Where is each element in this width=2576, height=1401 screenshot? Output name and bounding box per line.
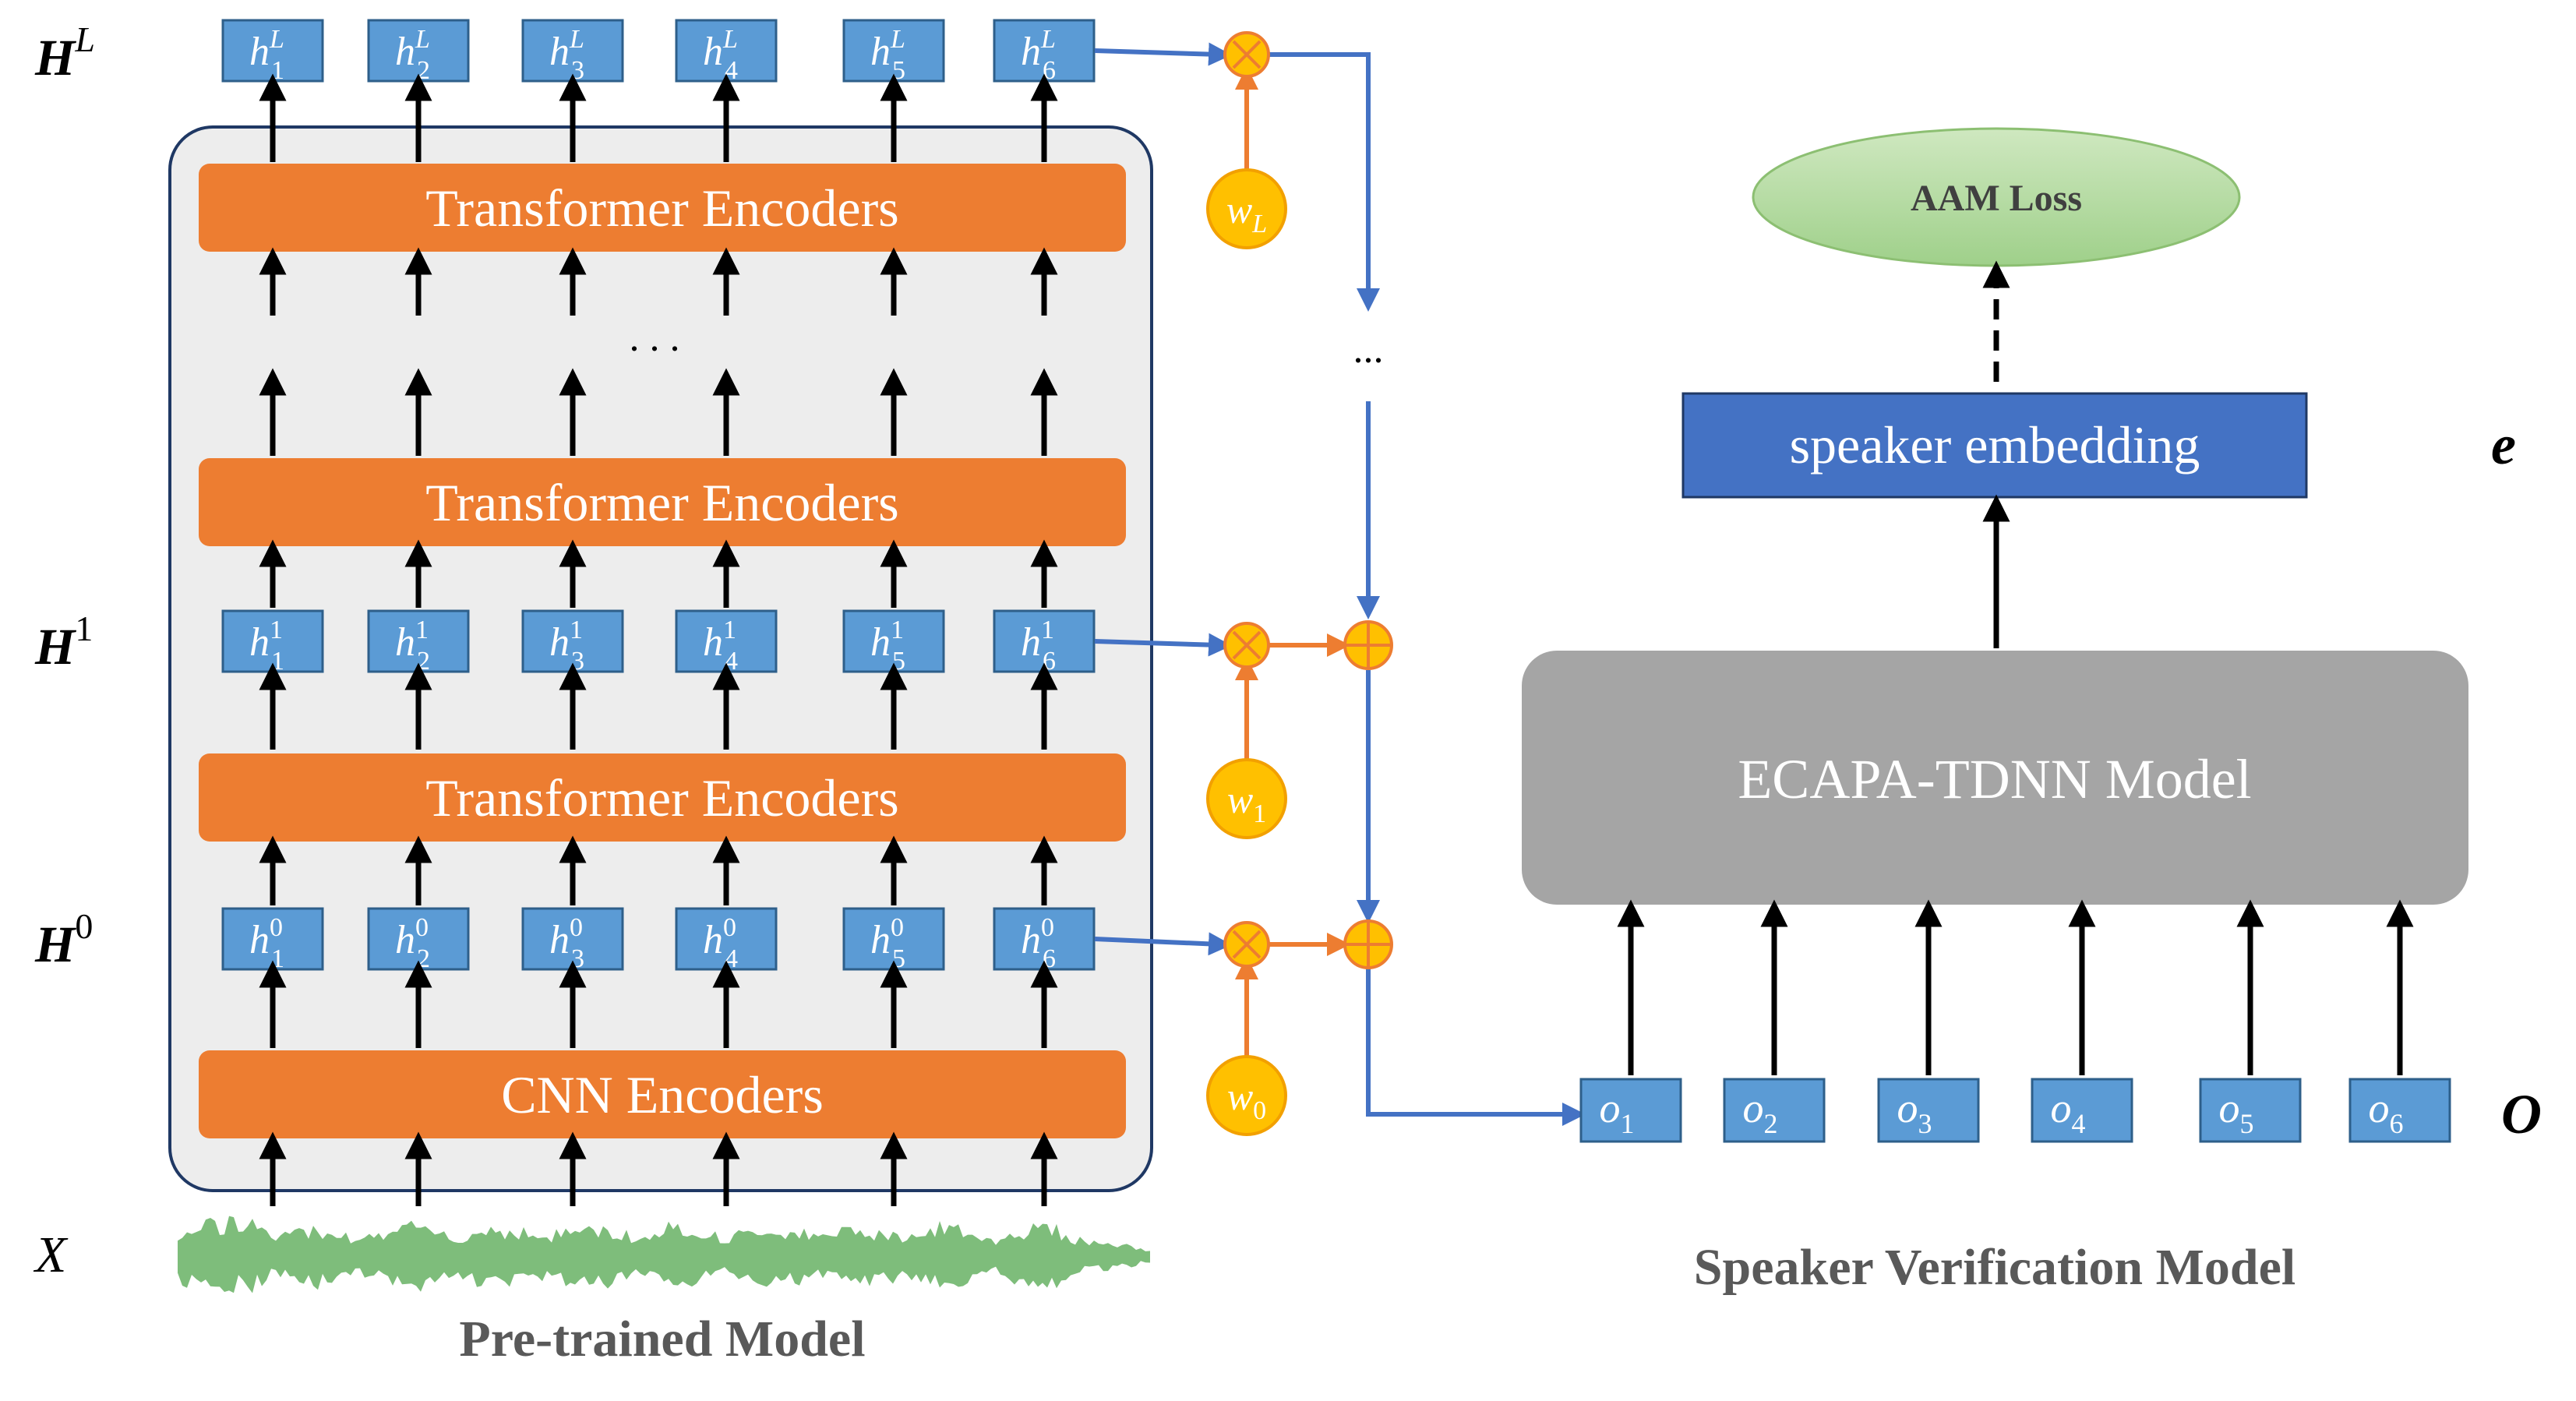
svg-text:o4: o4 (2051, 1085, 2086, 1139)
multiply-0 (1223, 921, 1270, 968)
transformer-encoder-low-label: Transformer Encoders (425, 768, 898, 828)
svg-text:o3: o3 (1897, 1085, 1932, 1139)
encoder-group: Transformer Encoders Transformer Encoder… (199, 164, 1126, 1138)
multiply-L (1223, 31, 1270, 78)
middle-ellipsis: ... (1353, 327, 1384, 372)
aam-loss-label: AAM Loss (1911, 178, 2082, 219)
weighted-sum: ... (1094, 31, 1586, 1136)
input-token-o3: o3 (1877, 899, 1980, 1143)
input-symbol: O (2501, 1083, 2542, 1145)
speaker-verification: AAM Loss speaker embedding e ECAPA-TDNN … (1522, 127, 2542, 1296)
svg-text:o1: o1 (1600, 1085, 1635, 1139)
transformer-encoder-low (199, 753, 1126, 842)
waveform (178, 1216, 1150, 1293)
weight-1: w1 (1206, 758, 1287, 839)
plus-0 (1343, 919, 1393, 969)
h1-to-mult (1094, 633, 1232, 657)
svg-text:o2: o2 (1743, 1085, 1778, 1139)
input-token-o6: o6 (2348, 899, 2451, 1143)
svg-text:hL2: hL2 (395, 25, 430, 85)
svg-text:hL6: hL6 (1021, 25, 1056, 85)
speaker-embedding (1681, 392, 2308, 499)
weight-L: wL (1206, 168, 1287, 249)
svg-text:wL: wL (1226, 188, 1267, 238)
svg-text:h03: h03 (549, 913, 584, 973)
vertical-arrows (259, 73, 1058, 1206)
layer-label-H0: H0 (34, 906, 93, 973)
plus0-to-o1 (1366, 968, 1586, 1126)
svg-text:w1: w1 (1227, 778, 1266, 828)
input-label-X: X (33, 1226, 69, 1283)
svg-text:o6: o6 (2369, 1085, 2404, 1139)
cnn-encoder (199, 1050, 1126, 1138)
input-token-o1: o1 (1579, 899, 1682, 1143)
transformer-encoder-mid-label: Transformer Encoders (425, 473, 898, 532)
layer-label-H1: H1 (34, 609, 93, 676)
input-tokens: o1 o2 o3 o4 o5 o6 (1579, 899, 2451, 1143)
pretrained-title: Pre-trained Model (459, 1311, 865, 1367)
transformer-encoder-top-label: Transformer Encoders (425, 178, 898, 238)
transformer-encoder-top (199, 164, 1126, 252)
svg-text:w0: w0 (1227, 1075, 1266, 1125)
input-token-o5: o5 (2199, 899, 2302, 1143)
speaker-verification-title: Speaker Verification Model (1694, 1239, 2295, 1296)
encoder-ellipsis: . . . (630, 316, 680, 360)
layer-label-HL: HL (34, 19, 95, 86)
transformer-encoder-mid (199, 458, 1126, 546)
hL-mult-down (1258, 52, 1380, 312)
speaker-embedding-label: speaker embedding (1790, 415, 2200, 475)
embedding-symbol: e (2491, 414, 2516, 476)
ecapa-tdnn-label: ECAPA-TDNN Model (1738, 748, 2251, 810)
svg-text:o5: o5 (2219, 1085, 2254, 1139)
ecapa-tdnn (1522, 651, 2468, 905)
input-token-o4: o4 (2031, 899, 2133, 1143)
h0-to-mult (1094, 932, 1232, 956)
multiply-1 (1223, 622, 1270, 669)
input-token-o2: o2 (1723, 899, 1826, 1143)
weight-0: w0 (1206, 1055, 1287, 1136)
cnn-encoder-label: CNN Encoders (501, 1065, 824, 1124)
hL-to-mult (1094, 42, 1232, 66)
plus-1 (1343, 620, 1393, 670)
